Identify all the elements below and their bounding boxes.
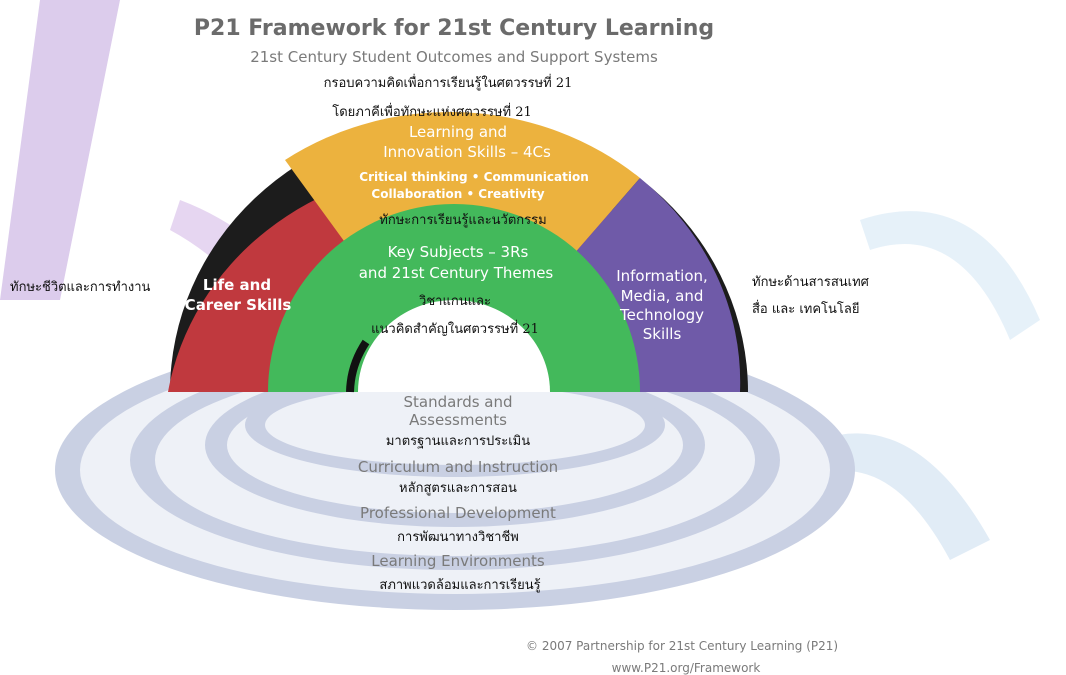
footer-url: www.P21.org/Framework: [611, 661, 761, 675]
info-media-thai-line1: ทักษะด้านสารสนเทศ: [752, 275, 869, 290]
thai-title-line1: กรอบความคิดเพื่อการเรียนรู้ในศตวรรษที่ 2…: [323, 76, 573, 91]
rainbow-arcs: [168, 112, 748, 393]
ring-curriculum-thai: หลักสูตรและการสอน: [399, 481, 517, 496]
learning-title-line2: Innovation Skills – 4Cs: [383, 143, 551, 161]
watermark-stroke-right-top: [860, 211, 1040, 340]
info-media-line1: Information,: [616, 267, 708, 285]
life-career-line1: Life and: [202, 276, 272, 294]
ring-standards-line1: Standards and: [403, 393, 513, 411]
life-career-line2: Career Skills: [184, 296, 292, 314]
ring-curriculum-line1: Curriculum and Instruction: [357, 458, 559, 476]
learning-thai: ทักษะการเรียนรู้และนวัตกรรม: [379, 213, 547, 228]
page-subtitle: 21st Century Student Outcomes and Suppor…: [250, 48, 658, 66]
ring-standards-line2: Assessments: [409, 411, 507, 429]
footer-copyright: © 2007 Partnership for 21st Century Lear…: [526, 639, 839, 653]
thai-title-line2: โดยภาคีเพื่อทักษะแห่งศตวรรษที่ 21: [332, 105, 532, 120]
learning-detail-line1: Critical thinking • Communication: [359, 170, 589, 184]
learning-title-line1: Learning and: [408, 123, 508, 141]
key-subjects-thai-line1: วิชาแกนและ: [419, 294, 491, 309]
info-media-thai-line2: สื่อ และ เทคโนโลยี: [752, 302, 860, 317]
ring-professional-thai: การพัฒนาทางวิชาชีพ: [397, 530, 519, 545]
info-media-line3: Technology: [619, 306, 705, 324]
info-media-line2: Media, and: [620, 287, 704, 305]
support-rings: [55, 330, 855, 610]
watermark-stroke-left: [0, 0, 120, 300]
key-subjects-title-line1: Key Subjects – 3Rs: [387, 243, 529, 261]
key-subjects-title-line2: and 21st Century Themes: [358, 264, 554, 282]
ring-professional-line1: Professional Development: [360, 504, 556, 522]
learning-detail-line2: Collaboration • Creativity: [371, 187, 545, 201]
life-career-thai: ทักษะชีวิตและการทำงาน: [10, 280, 151, 295]
key-subjects-thai-line2: แนวคิดสำคัญในศตวรรษที่ 21: [371, 322, 539, 337]
info-media-line4: Skills: [642, 325, 682, 343]
ring-standards-thai: มาตรฐานและการประเมิน: [385, 434, 531, 449]
page-title: P21 Framework for 21st Century Learning: [193, 16, 715, 41]
ring-environments-line1: Learning Environments: [371, 552, 545, 570]
ring-environments-thai: สภาพแวดล้อมและการเรียนรู้: [379, 578, 541, 593]
